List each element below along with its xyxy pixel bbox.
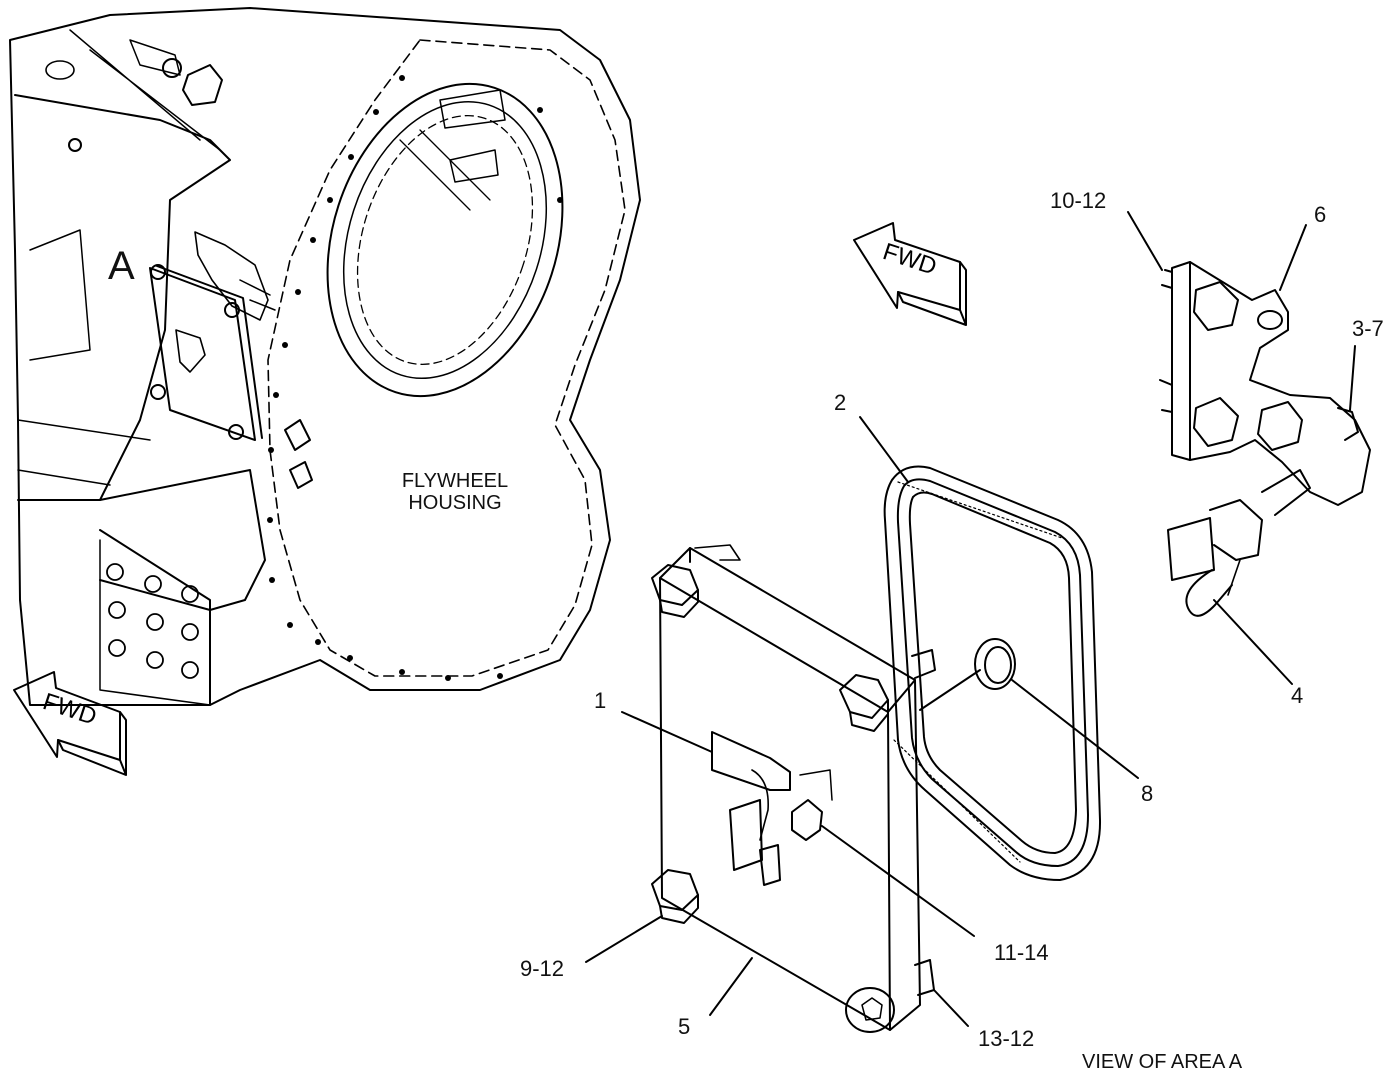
cover-plate-part-5 (651, 544, 936, 1033)
flywheel-housing-label-line-2: HOUSING (408, 492, 502, 514)
o-ring-part-8 (974, 638, 1016, 690)
callout-8: 8 (1141, 781, 1154, 806)
callout-13-12: 13-12 (978, 1026, 1035, 1051)
flywheel-housing-drawing (9, 7, 641, 706)
gasket-part-2 (883, 465, 1102, 881)
callout-10-12: 10-12 (1050, 188, 1107, 213)
callout-2: 2 (834, 390, 847, 415)
callout-1: 1 (594, 688, 607, 713)
fwd-arrow-upper-label: FWD (880, 238, 940, 281)
callout-6: 6 (1314, 202, 1327, 227)
fwd-arrow-lower (13, 671, 127, 776)
view-caption: VIEW OF AREA A (1082, 1051, 1243, 1073)
callout-5: 5 (678, 1014, 691, 1039)
callout-3-7: 3-7 (1352, 316, 1384, 341)
flywheel-housing-label-line-1: FLYWHEEL (401, 470, 509, 492)
callout-leaders (585, 211, 1356, 1027)
bracket-assembly-detail (1159, 261, 1371, 617)
callout-4: 4 (1291, 683, 1304, 708)
callout-9-12: 9-12 (520, 956, 565, 981)
area-a-marker: A (108, 244, 135, 288)
callout-11-14: 11-14 (994, 940, 1049, 965)
fwd-arrow-upper (853, 222, 967, 326)
area-a-plate-detail (149, 231, 276, 441)
flywheel-housing-label: FLYWHEEL HOUSING (380, 470, 530, 514)
fwd-arrow-lower-label: FWD (40, 688, 100, 731)
